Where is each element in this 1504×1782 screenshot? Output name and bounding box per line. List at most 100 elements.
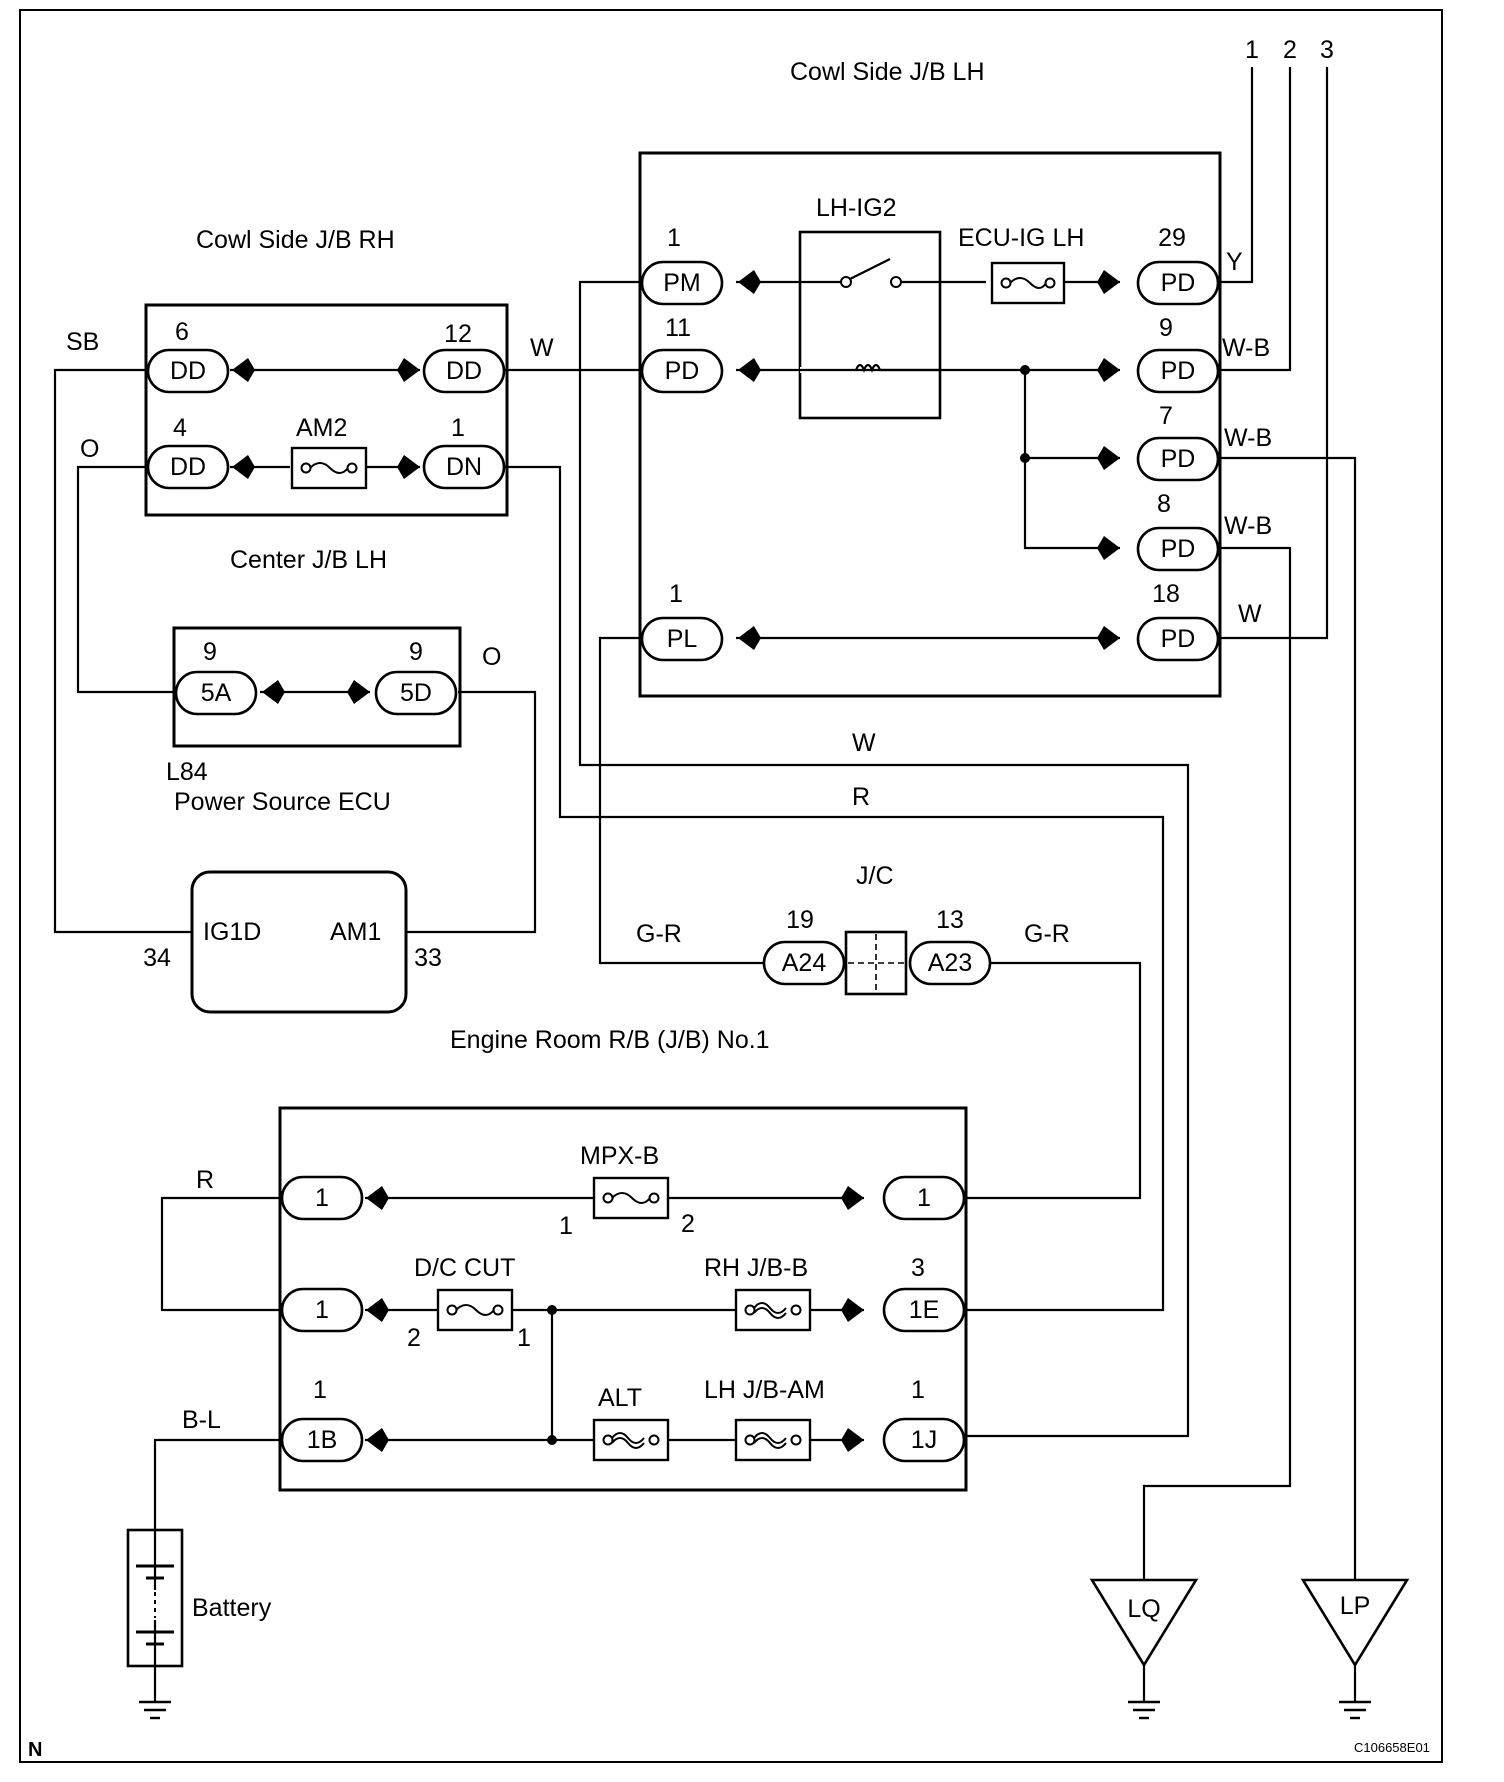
connector-pd-8: PD xyxy=(1136,526,1220,572)
svg-text:A24: A24 xyxy=(782,949,827,977)
wire-code-r-loop: R xyxy=(196,1166,214,1194)
label-alt: ALT xyxy=(598,1384,642,1412)
junction-dot xyxy=(1020,365,1030,375)
connector-dn-1: DN xyxy=(422,444,506,490)
battery-icon xyxy=(126,1528,184,1668)
svg-text:1: 1 xyxy=(315,1184,329,1212)
label-cowl-lh: Cowl Side J/B LH xyxy=(790,58,985,86)
connector-dd-4: DD xyxy=(146,444,230,490)
wire-bus-pd7-pd8 xyxy=(1023,370,1120,550)
junction-connector-icon xyxy=(844,930,908,996)
svg-text:A23: A23 xyxy=(928,949,972,977)
wire-bl xyxy=(153,1438,282,1530)
connector-dd-6: DD xyxy=(146,348,230,394)
connector-pl: PL xyxy=(640,616,724,662)
north-label: N xyxy=(28,1739,42,1761)
output-1: 1 xyxy=(1245,36,1259,64)
connector-a23: A23 xyxy=(908,940,992,986)
connector-1j: 1J xyxy=(882,1417,966,1463)
wire-wb-to-lq xyxy=(1142,546,1292,1580)
engine-rb-box xyxy=(278,1106,968,1492)
power-source-ecu-box xyxy=(190,870,408,1014)
fusible-link-alt-icon xyxy=(592,1418,670,1462)
pin-5d: 9 xyxy=(409,638,423,666)
wires xyxy=(53,67,1357,1702)
svg-text:DN: DN xyxy=(446,453,482,481)
svg-text:1: 1 xyxy=(315,1296,329,1324)
pin-pd11: 11 xyxy=(665,314,691,342)
wire-code-w-dd12: W xyxy=(530,334,554,362)
fuse-mpx-b-icon xyxy=(592,1176,670,1220)
wire-w-pm xyxy=(578,280,1190,1438)
pin-1j: 1 xyxy=(911,1376,925,1404)
label-relay: LH-IG2 xyxy=(816,194,897,222)
pin-am1: 33 xyxy=(414,944,442,972)
pin-dc-in: 1 xyxy=(517,1324,531,1352)
wire-code-gr-left: G-R xyxy=(636,920,682,948)
pin-pd9: 9 xyxy=(1159,314,1173,342)
wire-y-output-1 xyxy=(1220,67,1254,284)
wire-code-o-right: O xyxy=(482,643,501,671)
relay-box xyxy=(798,230,942,420)
svg-text:PD: PD xyxy=(1161,269,1196,297)
connector-pd-18: PD xyxy=(1136,616,1220,662)
connector-1e: 1E xyxy=(882,1287,966,1333)
connector-1-mpx-right: 1 xyxy=(882,1175,966,1221)
pin-mpx-in: 1 xyxy=(559,1212,573,1240)
pin-pl: 1 xyxy=(669,580,683,608)
pin-pd7: 7 xyxy=(1159,402,1173,430)
cowl-rh-box xyxy=(144,303,509,517)
wire-code-bl: B-L xyxy=(182,1406,221,1434)
ground-label-lq: LQ xyxy=(1127,1595,1160,1623)
label-lh-jb-am: LH J/B-AM xyxy=(704,1376,825,1404)
connector-pd-29: PD xyxy=(1136,260,1220,306)
doc-code: C106658E01 xyxy=(1354,1740,1430,1755)
output-3: 3 xyxy=(1320,36,1334,64)
svg-text:5D: 5D xyxy=(400,679,432,707)
connector-pd-7: PD xyxy=(1136,436,1220,482)
connector-pd-9: PD xyxy=(1136,348,1220,394)
pin-a23: 13 xyxy=(936,906,964,934)
ground-icon xyxy=(139,1700,171,1720)
pin-mpx-out: 2 xyxy=(681,1210,695,1238)
wire-code-wb-7: W-B xyxy=(1224,424,1272,452)
relay-coil-icon xyxy=(800,363,940,373)
pin-dd4: 4 xyxy=(173,414,187,442)
svg-text:1J: 1J xyxy=(911,1426,937,1454)
junction-dot xyxy=(547,1305,557,1315)
pin-1e: 3 xyxy=(911,1254,925,1282)
wire-wb-output-2 xyxy=(1220,67,1292,372)
cowl-lh-box xyxy=(638,151,1222,698)
fusible-link-lh-jb-am-icon xyxy=(734,1418,812,1462)
wire-code-w-18: W xyxy=(1238,600,1262,628)
label-engine-rb: Engine Room R/B (J/B) No.1 xyxy=(450,1026,770,1054)
connector-pm: PM xyxy=(640,260,724,306)
label-rh-jb-b: RH J/B-B xyxy=(704,1254,808,1282)
pin-5a: 9 xyxy=(203,638,217,666)
wire-code-w-pm: W xyxy=(852,729,876,757)
svg-text:PD: PD xyxy=(665,357,700,385)
wire-o-left xyxy=(76,465,176,694)
fusible-link-rh-jb-b-icon xyxy=(734,1288,812,1332)
connector-1-mpx-left: 1 xyxy=(280,1175,364,1221)
svg-text:1E: 1E xyxy=(909,1296,940,1324)
label-ecu-name: Power Source ECU xyxy=(174,788,391,816)
svg-text:1B: 1B xyxy=(307,1426,338,1454)
svg-text:DD: DD xyxy=(170,357,206,385)
ground-icon xyxy=(1339,1700,1371,1720)
svg-text:PM: PM xyxy=(663,269,701,297)
wire-r-dn xyxy=(505,465,1165,1312)
connector-dd-12: DD xyxy=(422,348,506,394)
ecu-terminal-am1: AM1 xyxy=(330,918,381,946)
svg-text:PD: PD xyxy=(1161,445,1196,473)
wire-o-right xyxy=(406,690,537,934)
pin-pd8: 8 xyxy=(1157,490,1171,518)
ground-point-lp: LP xyxy=(1300,1578,1410,1702)
relay-switch-icon xyxy=(840,258,902,288)
label-cowl-rh: Cowl Side J/B RH xyxy=(196,226,395,254)
pin-dd6: 6 xyxy=(175,318,189,346)
label-battery: Battery xyxy=(192,1594,272,1622)
svg-text:PL: PL xyxy=(667,625,698,653)
svg-text:DD: DD xyxy=(170,453,206,481)
